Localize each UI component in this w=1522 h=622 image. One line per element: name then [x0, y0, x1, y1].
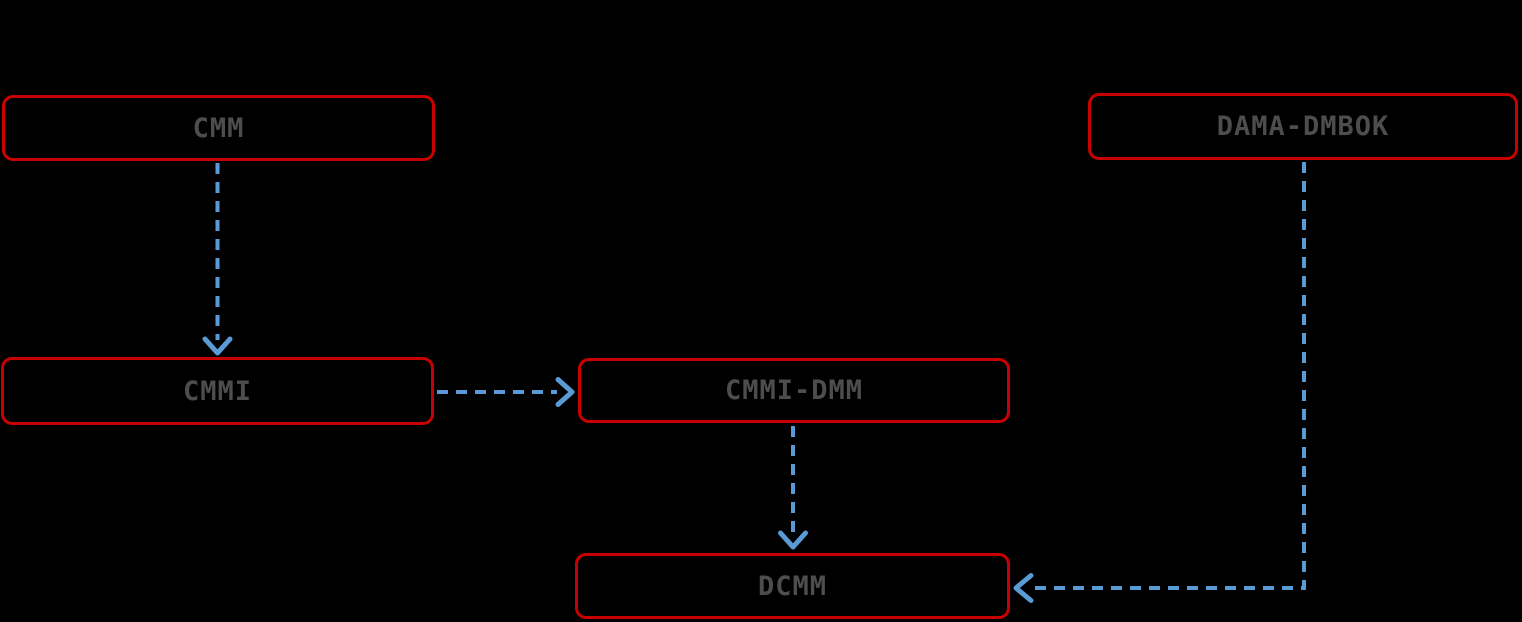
edge-cmmi-dmm-to-dcmm [778, 426, 808, 550]
node-cmmi-dmm-label: CMMI-DMM [724, 375, 864, 406]
edge-cmm-to-cmmi [202, 163, 233, 356]
edge-cmmi-to-cmmi-dmm [437, 377, 575, 407]
node-dcmm: DCMM [575, 553, 1010, 619]
node-dama-dmbok-label: DAMA-DMBOK [1216, 111, 1390, 142]
node-dcmm-label: DCMM [757, 570, 828, 602]
node-dama-dmbok: DAMA-DMBOK [1088, 93, 1518, 160]
node-cmmi: CMMI [1, 357, 434, 425]
edge-dama-dmbok-to-dcmm [1013, 162, 1306, 603]
node-cmm-label: CMM [192, 112, 245, 144]
node-cmmi-label: CMMI [182, 375, 253, 407]
node-cmmi-dmm: CMMI-DMM [578, 358, 1010, 423]
node-cmm: CMM [2, 95, 435, 161]
